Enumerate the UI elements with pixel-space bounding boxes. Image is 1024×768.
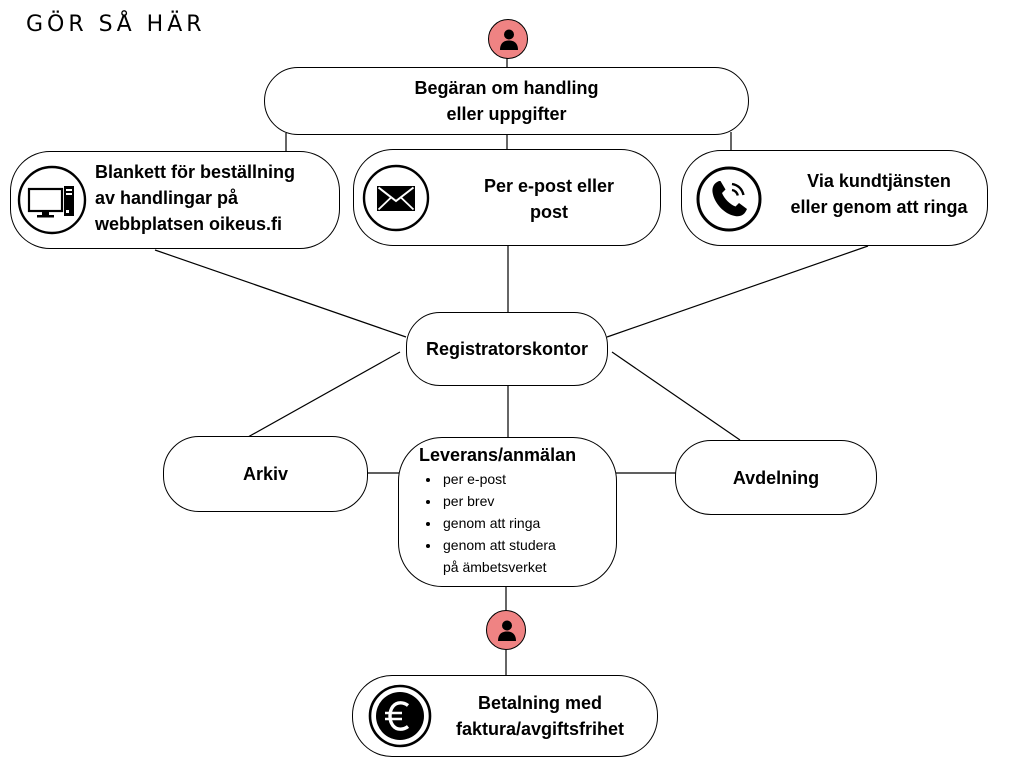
page-title: GÖR SÅ HÄR [26, 12, 206, 37]
payment-line-2: faktura/avgiftsfrihet [455, 719, 625, 739]
department-box: Avdelning [675, 440, 877, 515]
delivery-item: per brev [441, 490, 576, 512]
archive-box: Arkiv [163, 436, 368, 512]
registry-label: Registratorskontor [425, 339, 589, 359]
request-line-1: Begäran om handling [414, 78, 599, 98]
request-line-2: eller uppgifter [446, 104, 567, 124]
computer-icon [17, 165, 87, 242]
euro-icon [367, 683, 433, 756]
channel-email-line-1: Per e-post eller [483, 176, 615, 196]
phone-icon [695, 165, 763, 240]
archive-label: Arkiv [242, 464, 289, 484]
channel-phone-line-2: eller genom att ringa [790, 197, 968, 217]
delivery-item: genom att ringa [441, 512, 576, 534]
envelope-icon [362, 164, 430, 239]
channel-web-line-1: Blankett för beställning [95, 162, 296, 182]
person-icon [488, 19, 528, 59]
channel-phone: Via kundtjänsten eller genom att ringa [681, 150, 988, 246]
payment-box: Betalning med faktura/avgiftsfrihet [352, 675, 658, 757]
delivery-item: per e-post [441, 468, 576, 490]
channel-phone-line-1: Via kundtjänsten [807, 171, 951, 191]
delivery-item: genom att studera [441, 534, 576, 556]
channel-web-line-3: webbplatsen oikeus.fi [95, 214, 283, 234]
department-label: Avdelning [732, 467, 820, 488]
registry-box: Registratorskontor [406, 312, 608, 386]
person-icon [486, 610, 526, 650]
delivery-list: per e-post per brev genom att ringa geno… [415, 468, 576, 578]
delivery-item: på ämbetsverket [443, 559, 547, 575]
channel-email-line-2: post [530, 202, 568, 222]
channel-web-form: Blankett för beställning av handlingar p… [10, 151, 340, 249]
channel-email: Per e-post eller post [353, 149, 661, 246]
channel-web-line-2: av handlingar på [95, 188, 239, 208]
payment-line-1: Betalning med [477, 693, 602, 713]
delivery-box: Leverans/anmälan per e-post per brev gen… [398, 437, 617, 587]
request-box: Begäran om handling eller uppgifter [264, 67, 749, 135]
delivery-heading: Leverans/anmälan [419, 445, 577, 465]
